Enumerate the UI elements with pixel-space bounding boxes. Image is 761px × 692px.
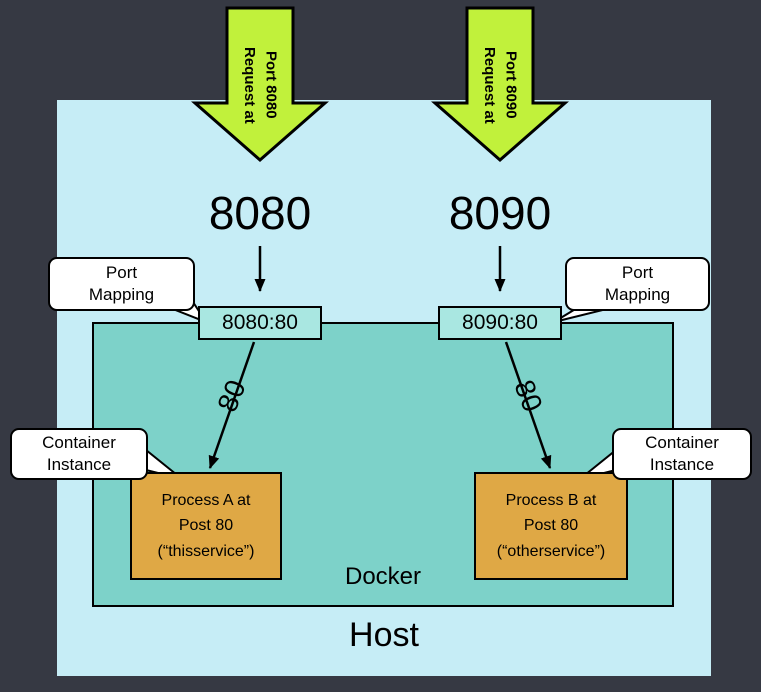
- port-mapping-box-right: 8090:80: [438, 306, 562, 340]
- callout-line2: Instance: [649, 455, 715, 474]
- host-port-number-right: 8090: [448, 187, 552, 239]
- request-arrow-label-left: Request at Port 8080: [238, 10, 282, 160]
- request-arrow-label-line1: Request at: [480, 46, 498, 124]
- process-box-b: Process B at Post 80 (“otherservice”): [474, 472, 628, 580]
- docker-label: Docker: [344, 563, 422, 590]
- callout-line1: Container: [42, 432, 116, 452]
- callout-line1: Port: [621, 262, 654, 282]
- request-arrow-label-line2: Port 8090: [502, 51, 520, 119]
- process-box-a: Process A at Post 80 (“thisservice”): [130, 472, 282, 580]
- process-box-line3: (“thisservice”): [157, 542, 255, 560]
- callout-line2: Mapping: [604, 285, 671, 304]
- process-box-line1: Process B at: [505, 491, 597, 509]
- callout-port-mapping-right: Port Mapping: [565, 257, 710, 311]
- process-box-line2: Post 80: [523, 517, 579, 535]
- container-connector-left: [208, 341, 256, 469]
- host-port-number-left: 8080: [208, 187, 312, 239]
- request-arrow-label-right: Request at Port 8090: [478, 10, 522, 160]
- process-box-line1: Process A at: [161, 491, 251, 509]
- host-label: Host: [349, 616, 419, 654]
- callout-line1: Port: [105, 262, 138, 282]
- container-connector-right: [504, 341, 552, 469]
- request-arrow-left-icon: [191, 6, 329, 162]
- port-mapping-box-left: 8080:80: [198, 306, 322, 340]
- request-arrow-label-line1: Request at: [240, 46, 258, 124]
- callout-port-mapping-left: Port Mapping: [48, 257, 195, 311]
- request-arrow-right-icon: [431, 6, 569, 162]
- callout-line1: Container: [645, 432, 719, 452]
- request-arrow-label-line2: Port 8080: [262, 51, 280, 119]
- callout-line2: Instance: [46, 455, 112, 474]
- callout-line2: Mapping: [88, 285, 155, 304]
- process-box-line3: (“otherservice”): [496, 542, 606, 560]
- process-box-line2: Post 80: [178, 517, 234, 535]
- callout-container-instance-left: Container Instance: [10, 428, 148, 480]
- callout-container-instance-right: Container Instance: [612, 428, 752, 480]
